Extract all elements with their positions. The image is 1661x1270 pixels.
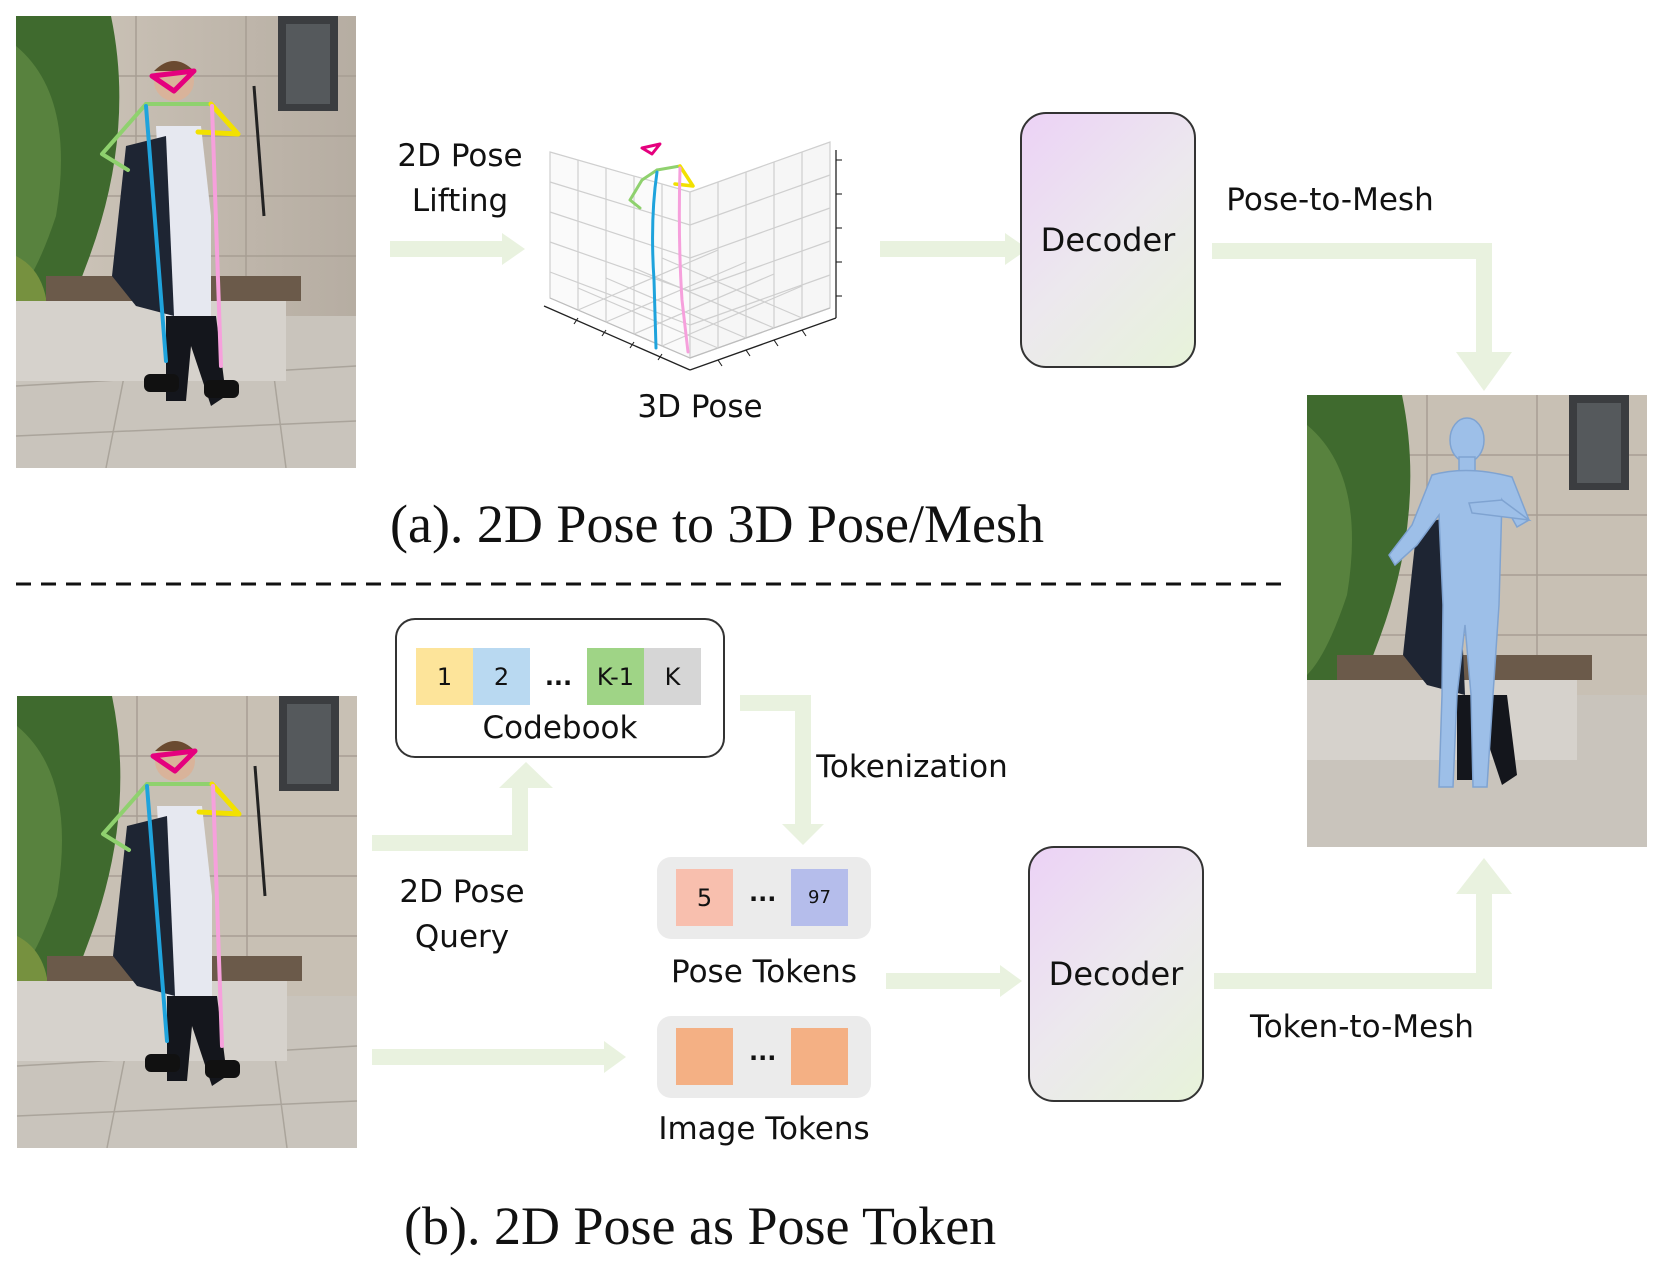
pose-3d-plot bbox=[543, 141, 842, 371]
arrow-pose-to-mesh bbox=[1212, 243, 1512, 391]
codebook-cell-ellipsis: ... bbox=[530, 648, 587, 705]
codebook-label: Codebook bbox=[482, 710, 638, 746]
codebook-cell-1: 1 bbox=[416, 648, 473, 705]
decoder-a: Decoder bbox=[1020, 112, 1196, 368]
image-tokens-label: Image Tokens bbox=[658, 1111, 870, 1147]
query-label-line2: Query bbox=[414, 918, 510, 955]
pose-to-mesh-label: Pose-to-Mesh bbox=[1226, 182, 1434, 218]
query-label: 2D Pose Query bbox=[382, 870, 542, 960]
arrow-image-tokens bbox=[372, 1041, 626, 1073]
caption-b: (b). 2D Pose as Pose Token bbox=[404, 1196, 997, 1256]
pose-token-last: 97 bbox=[791, 869, 848, 926]
arrow-to-decoder-b bbox=[886, 965, 1022, 997]
codebook-cell-2: 2 bbox=[473, 648, 530, 705]
tokenization-label: Tokenization bbox=[816, 749, 1008, 785]
image-token-ellipsis: ... bbox=[749, 1038, 777, 1066]
output-mesh-image bbox=[1307, 395, 1647, 847]
codebook-box: 1 2 ... K-1 K Codebook bbox=[395, 618, 725, 758]
lifting-label: 2D Pose Lifting bbox=[380, 134, 540, 224]
decoder-b-label: Decoder bbox=[1048, 955, 1184, 993]
pose-tokens-panel: 5 ... 97 bbox=[657, 857, 871, 939]
image-token-last bbox=[791, 1028, 848, 1085]
lifting-label-line1: 2D Pose bbox=[397, 138, 523, 174]
codebook-cell-k: K bbox=[644, 648, 701, 705]
token-to-mesh-label: Token-to-Mesh bbox=[1250, 1009, 1474, 1045]
query-label-line1: 2D Pose bbox=[399, 874, 525, 910]
image-tokens-panel: ... bbox=[657, 1016, 871, 1098]
arrow-tokenization bbox=[740, 695, 824, 845]
arrow-query bbox=[372, 762, 553, 851]
image-token-first bbox=[676, 1028, 733, 1085]
codebook-cell-k-1: K-1 bbox=[587, 648, 644, 705]
decoder-b: Decoder bbox=[1028, 846, 1204, 1102]
lifting-label-line2: Lifting bbox=[411, 182, 509, 219]
caption-a: (a). 2D Pose to 3D Pose/Mesh bbox=[390, 494, 1044, 554]
pose-token-ellipsis: ... bbox=[749, 879, 777, 907]
arrow-to-decoder-a bbox=[880, 233, 1028, 265]
arrow-token-to-mesh bbox=[1214, 858, 1512, 989]
pose-token-first: 5 bbox=[676, 869, 733, 926]
pose3d-label: 3D Pose bbox=[637, 389, 763, 425]
arrow-lifting bbox=[390, 233, 525, 265]
decoder-a-label: Decoder bbox=[1040, 221, 1176, 259]
pose-tokens-label: Pose Tokens bbox=[671, 954, 857, 990]
input-image-a bbox=[16, 16, 356, 468]
input-image-b bbox=[16, 696, 358, 1148]
